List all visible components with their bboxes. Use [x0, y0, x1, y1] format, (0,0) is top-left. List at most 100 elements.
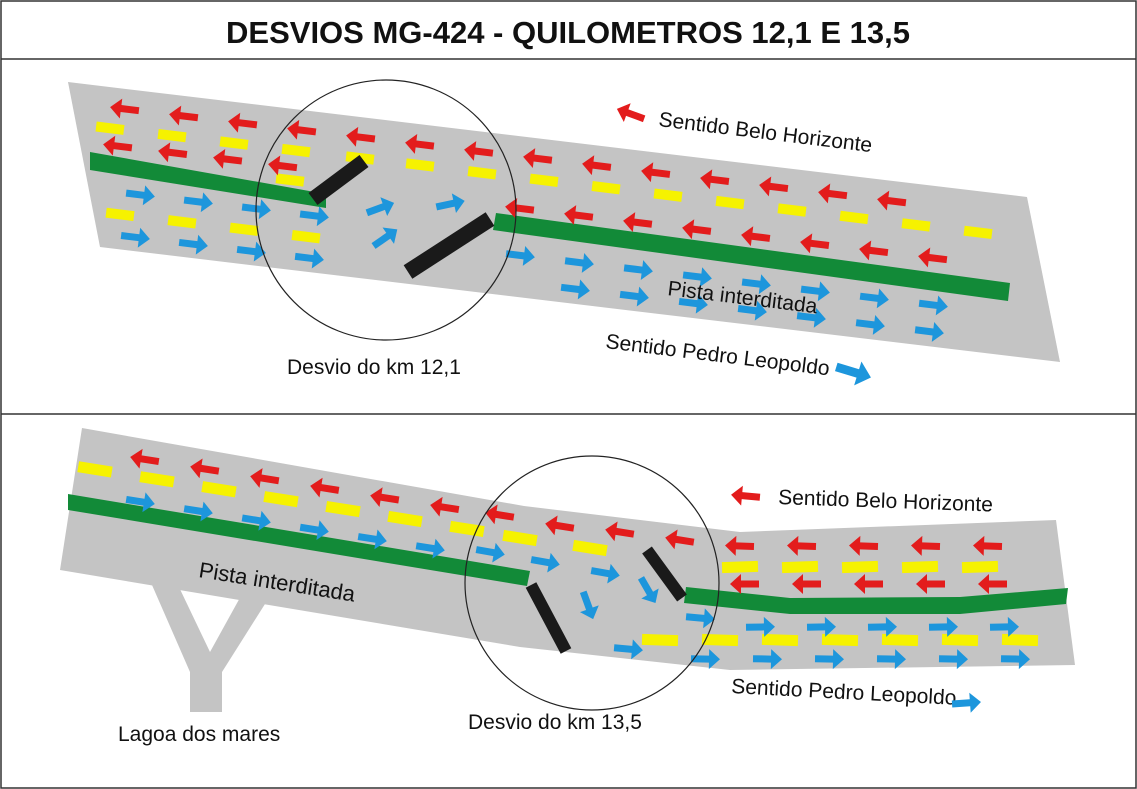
lane-dash: [572, 539, 608, 557]
arrow-pedro-leopoldo: [357, 529, 387, 550]
top-panel: Sentido Belo Horizonte Pista interditada…: [68, 79, 1060, 390]
lane-dash: [839, 210, 869, 225]
arrow-belo-horizonte: [759, 176, 789, 197]
arrow-belo-horizonte: [564, 205, 594, 225]
bottom-median-left: [68, 494, 530, 586]
side-road-label: Lagoa dos mares: [118, 723, 280, 746]
arrow-pedro-leopoldo: [560, 279, 590, 300]
lane-dash: [961, 560, 999, 574]
top-detour-circle: [255, 79, 517, 341]
arrow-pedro-leopoldo: [918, 295, 948, 316]
arrow-pedro-leopoldo: [796, 307, 826, 328]
arrow-belo-horizonte: [505, 197, 535, 218]
arrow-pedro-leopoldo: [928, 616, 958, 637]
lane-dash: [275, 173, 305, 187]
top-median-right: [493, 213, 1010, 301]
arrow-pedro-leopoldo: [685, 608, 715, 629]
arrow-pedro-leopoldo: [859, 288, 889, 309]
arrow-belo-horizonte: [228, 112, 258, 133]
lane-dash: [325, 500, 361, 518]
bottom-panel: Sentido Belo Horizonte Pista interditada…: [60, 428, 1075, 746]
lane-dash: [941, 633, 979, 647]
arrow-pedro-leopoldo: [120, 227, 150, 248]
bottom-barrier-right: [642, 546, 687, 602]
arrow-pedro-leopoldo: [299, 206, 329, 227]
arrow-pedro-leopoldo: [938, 649, 968, 670]
arrow-belo-horizonte: [725, 535, 755, 556]
arrow-pedro-leopoldo: [914, 322, 944, 342]
arrow-pedro-leopoldo: [814, 649, 844, 670]
arrow-pedro-leopoldo: [745, 616, 775, 637]
arrow-pedro-leopoldo: [435, 193, 465, 213]
lane-dash: [105, 207, 135, 222]
arrow-pedro-leopoldo: [678, 293, 708, 314]
lane-dash: [201, 481, 237, 498]
arrow-belo-horizonte: [287, 119, 317, 140]
arrow-pedro-leopoldo: [241, 510, 271, 531]
arrow-pedro-leopoldo: [125, 492, 155, 513]
arrow-pedro-leopoldo: [183, 501, 213, 522]
lane-dash: [77, 461, 113, 478]
arrow-pedro-leopoldo: [613, 639, 643, 660]
arrow-belo-horizonte: [854, 574, 883, 594]
arrow-pedro-leopoldo: [800, 281, 830, 302]
arrow-pedro-leopoldo: [623, 260, 653, 280]
lane-dash: [821, 633, 859, 647]
arrow-belo-horizonte: [918, 247, 948, 268]
lane-dash: [219, 136, 249, 150]
bottom-lane-markings: [77, 461, 1039, 647]
arrow-pedro-leopoldo: [365, 197, 395, 217]
arrow-pedro-leopoldo: [1000, 649, 1030, 670]
top-median-left: [90, 152, 326, 208]
arrow-belo-horizonte: [103, 135, 133, 156]
arrow-belo-horizonte: [973, 535, 1003, 556]
lane-dash: [641, 633, 679, 647]
lane-dash: [841, 560, 879, 574]
arrow-belo-horizonte: [818, 183, 848, 204]
arrow-belo-horizonte: [700, 169, 730, 190]
arrow-pedro-leopoldo: [989, 616, 1019, 637]
top-detour-label: Desvio do km 12,1: [287, 356, 461, 379]
arrow-pedro-leopoldo: [855, 314, 885, 335]
top-arrows-belo-horizonte: [103, 98, 948, 268]
page-title: DESVIOS MG-424 - QUILOMETROS 12,1 E 13,5: [226, 15, 910, 50]
arrow-pedro-leopoldo: [415, 538, 445, 559]
arrow-belo-horizonte: [792, 574, 821, 594]
arrow-belo-horizonte: [430, 496, 460, 517]
lane-dash: [881, 633, 919, 647]
arrow-pedro-leopoldo: [299, 520, 329, 540]
lane-dash: [229, 222, 259, 236]
arrow-pedro-leopoldo: [876, 649, 906, 670]
arrow-pedro-leopoldo: [806, 616, 836, 637]
arrow-belo-horizonte: [485, 504, 515, 525]
arrow-belo-horizonte: [978, 574, 1007, 594]
lane-dash: [263, 491, 299, 508]
arrow-belo-horizonte: [110, 98, 140, 119]
arrow-belo-horizonte: [523, 148, 553, 168]
lane-dash: [591, 181, 621, 195]
arrow-pedro-leopoldo: [737, 300, 767, 321]
lane-dash: [653, 188, 683, 202]
arrow-belo-horizonte: [268, 155, 298, 176]
arrow-belo-horizonte: [190, 458, 220, 479]
arrow-belo-horizonte: [346, 126, 376, 147]
arrow-belo-horizonte: [859, 240, 889, 261]
bottom-arrows-belo-horizonte: [130, 448, 1007, 594]
lane-dash: [781, 560, 819, 574]
lane-dash: [701, 633, 739, 647]
bottom-median-right: [684, 587, 1068, 614]
arrow-pedro-leopoldo: [741, 274, 771, 295]
arrow-belo-horizonte: [682, 219, 712, 240]
arrow-belo-horizonte: [730, 574, 759, 594]
bottom-detour-circle: [464, 455, 720, 711]
lane-dash: [963, 225, 993, 240]
arrow-pedro-leopoldo: [178, 234, 208, 255]
arrow-belo-horizonte: [405, 133, 435, 154]
arrow-pedro-leopoldo: [690, 649, 720, 670]
lane-dash: [901, 560, 939, 574]
arrow-belo-horizonte: [800, 233, 830, 254]
arrow-pedro-leopoldo: [619, 286, 649, 307]
lane-dash: [1001, 633, 1039, 647]
arrow-belo-horizonte: [787, 535, 817, 556]
